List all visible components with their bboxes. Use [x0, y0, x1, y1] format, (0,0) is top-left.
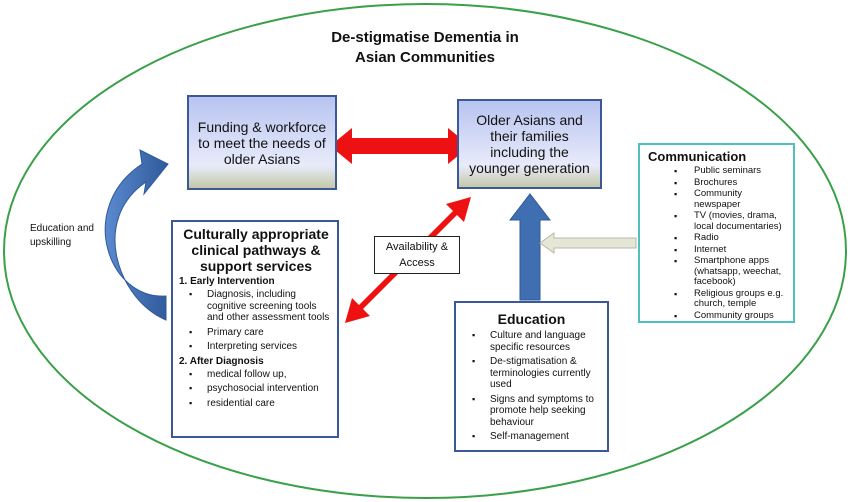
list-item: Signs and symptoms to promote help seeki… — [460, 394, 603, 429]
education-list: Culture and language specific resources … — [460, 330, 603, 443]
early-intervention-heading: 1. Early Intervention — [179, 276, 275, 287]
funding-box: Funding & workforce to meet the needs of… — [187, 95, 337, 190]
red-double-arrow-horizontal — [330, 128, 470, 164]
blue-curved-arrow — [104, 149, 169, 321]
early-intervention-list: Diagnosis, including cognitive screening… — [179, 289, 333, 353]
list-item: Community groups — [648, 310, 789, 322]
older-asians-box: Older Asians and their families includin… — [457, 99, 602, 189]
list-item: Community newspaper — [648, 188, 789, 210]
communication-box: Communication Public seminars Brochures … — [638, 143, 795, 323]
list-item: Self-management — [460, 431, 603, 443]
availability-access-box: Availability & Access — [374, 236, 460, 274]
communication-list: Public seminars Brochures Community news… — [648, 165, 789, 322]
list-item: Smartphone apps (whatsapp, weechat, face… — [648, 255, 789, 288]
list-item: Culture and language specific resources — [460, 330, 603, 353]
list-item: TV (movies, drama, local documentaries) — [648, 210, 789, 232]
grey-left-arrow — [539, 232, 637, 254]
after-diagnosis-list: medical follow up, psychosocial interven… — [179, 369, 333, 410]
outer-ellipse — [3, 3, 847, 499]
list-item: medical follow up, — [179, 369, 333, 381]
older-asians-box-text: Older Asians and their families includin… — [469, 112, 590, 176]
list-item: Brochures — [648, 177, 789, 189]
clinical-pathways-box: Culturally appropriate clinical pathways… — [171, 220, 339, 438]
list-item: Primary care — [179, 327, 333, 339]
funding-box-text: Funding & workforce to meet the needs of… — [197, 118, 327, 167]
list-item: De-stigmatisation & terminologies curren… — [460, 356, 603, 391]
education-upskilling-label: Education and upskilling — [30, 223, 94, 248]
communication-title: Communication — [648, 149, 747, 164]
list-item: Religious groups e.g. church, temple — [648, 288, 789, 310]
list-item: Internet — [648, 244, 789, 256]
diagram-title: De-stigmatise Dementia in Asian Communit… — [331, 29, 519, 66]
education-box: Education Culture and language specific … — [454, 301, 609, 452]
blue-up-arrow — [508, 193, 552, 301]
education-title: Education — [497, 311, 566, 327]
list-item: psychosocial intervention — [179, 383, 333, 395]
list-item: Diagnosis, including cognitive screening… — [179, 289, 333, 324]
list-item: residential care — [179, 398, 333, 410]
list-item: Radio — [648, 232, 789, 244]
list-item: Public seminars — [648, 165, 789, 177]
list-item: Interpreting services — [179, 341, 333, 353]
after-diagnosis-heading: 2. After Diagnosis — [179, 355, 264, 367]
clinical-pathways-title: Culturally appropriate clinical pathways… — [183, 226, 329, 274]
